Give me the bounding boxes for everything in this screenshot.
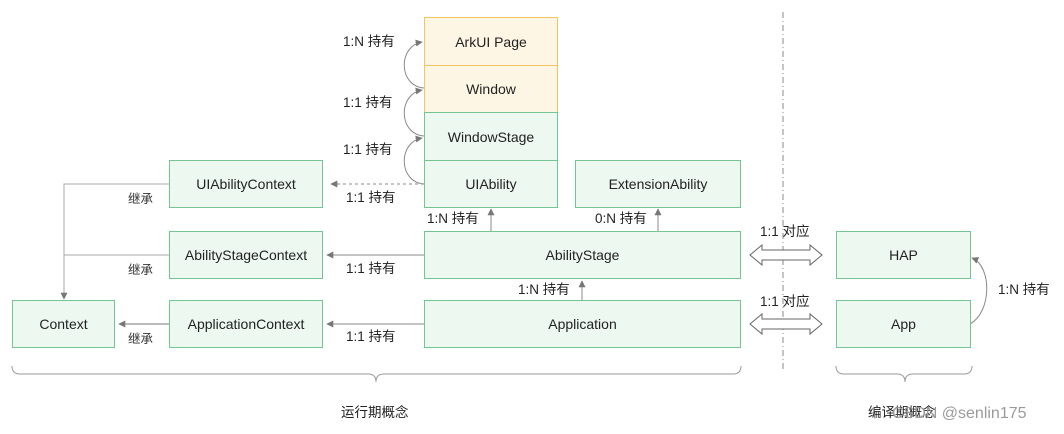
extensionability-box: ExtensionAbility <box>575 160 741 208</box>
applicationcontext-box: ApplicationContext <box>169 300 323 348</box>
label-stage-uiability: 1:N 持有 <box>427 211 479 226</box>
abilitystage-box: AbilityStage <box>424 231 741 279</box>
arkui-page-box: ArkUI Page <box>424 17 558 66</box>
hap-box: HAP <box>836 231 971 279</box>
section-runtime-title: 运行期概念 <box>341 405 409 420</box>
watermark: CSDN @senlin175 <box>892 405 1027 422</box>
curve-uiability-to-windowstage <box>403 135 425 185</box>
label-windowstage-uiability: 1:1 持有 <box>343 142 393 157</box>
application-box: Application <box>424 300 741 348</box>
app-box: App <box>836 300 971 348</box>
stack-curves <box>403 39 988 325</box>
abilitystagecontext-box: AbilityStageContext <box>169 231 323 279</box>
mapping-arrow-app-app <box>749 312 823 336</box>
curve-app-to-hap <box>969 257 988 325</box>
inherit-line-uiabilitycontext <box>60 183 169 300</box>
label-app-context: 1:1 持有 <box>346 329 396 344</box>
label-page-window: 1:N 持有 <box>343 34 395 49</box>
section-brackets <box>11 365 973 383</box>
runtime-bracket <box>11 365 742 383</box>
label-inherit-2: 继承 <box>128 263 154 277</box>
label-app-hap: 1:N 持有 <box>998 282 1050 297</box>
uiabilitycontext-box: UIAbilityContext <box>169 160 323 208</box>
window-box: Window <box>424 65 558 113</box>
context-box: Context <box>12 300 115 348</box>
uiability-box: UIAbility <box>424 160 558 208</box>
windowstage-box: WindowStage <box>424 112 558 161</box>
label-uiability-context: 1:1 持有 <box>346 190 396 205</box>
curve-windowstage-to-window <box>403 87 425 137</box>
mapping-arrows <box>749 243 823 336</box>
label-inherit-3: 继承 <box>128 332 154 346</box>
label-map-stage-hap: 1:1 对应 <box>760 224 810 239</box>
label-window-windowstage: 1:1 持有 <box>343 95 393 110</box>
section-compile-title: 编译期概念 <box>868 405 936 420</box>
mapping-arrow-stage-hap <box>749 243 823 267</box>
inheritance-lines <box>60 183 169 328</box>
label-stage-context: 1:1 持有 <box>346 261 396 276</box>
label-map-app-app: 1:1 对应 <box>760 294 810 309</box>
label-inherit-1: 继承 <box>128 192 154 206</box>
label-stage-extension: 0:N 持有 <box>595 211 647 226</box>
curve-window-to-page <box>403 39 425 89</box>
label-app-stage: 1:N 持有 <box>518 282 570 297</box>
compile-bracket <box>835 365 973 383</box>
ownership-arrows <box>326 180 662 328</box>
